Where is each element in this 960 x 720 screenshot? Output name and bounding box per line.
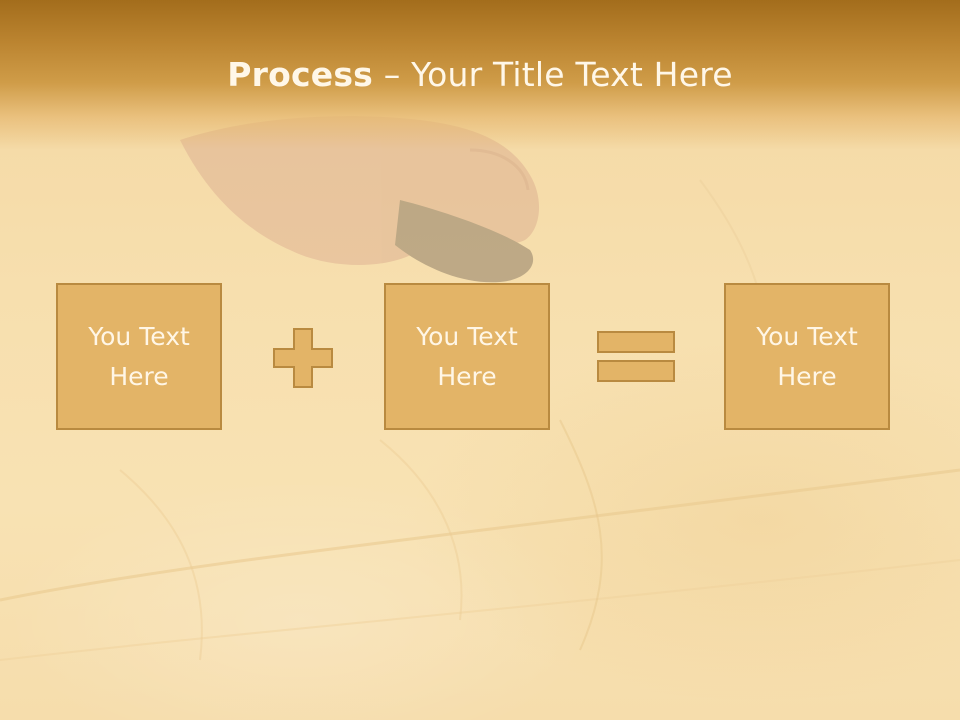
process-box-1: You Text Here	[56, 283, 222, 430]
slide-title: Process – Your Title Text Here	[0, 52, 960, 98]
plus-icon	[273, 328, 333, 388]
title-bar	[0, 0, 960, 150]
equals-icon	[597, 331, 675, 382]
process-box-3-text: You Text Here	[756, 321, 858, 391]
title-bold-text: Process	[227, 55, 374, 94]
title-rest-text: – Your Title Text Here	[373, 55, 733, 94]
process-box-1-text: You Text Here	[88, 321, 190, 391]
process-box-3: You Text Here	[724, 283, 890, 430]
process-box-2-text: You Text Here	[416, 321, 518, 391]
process-box-2: You Text Here	[384, 283, 550, 430]
